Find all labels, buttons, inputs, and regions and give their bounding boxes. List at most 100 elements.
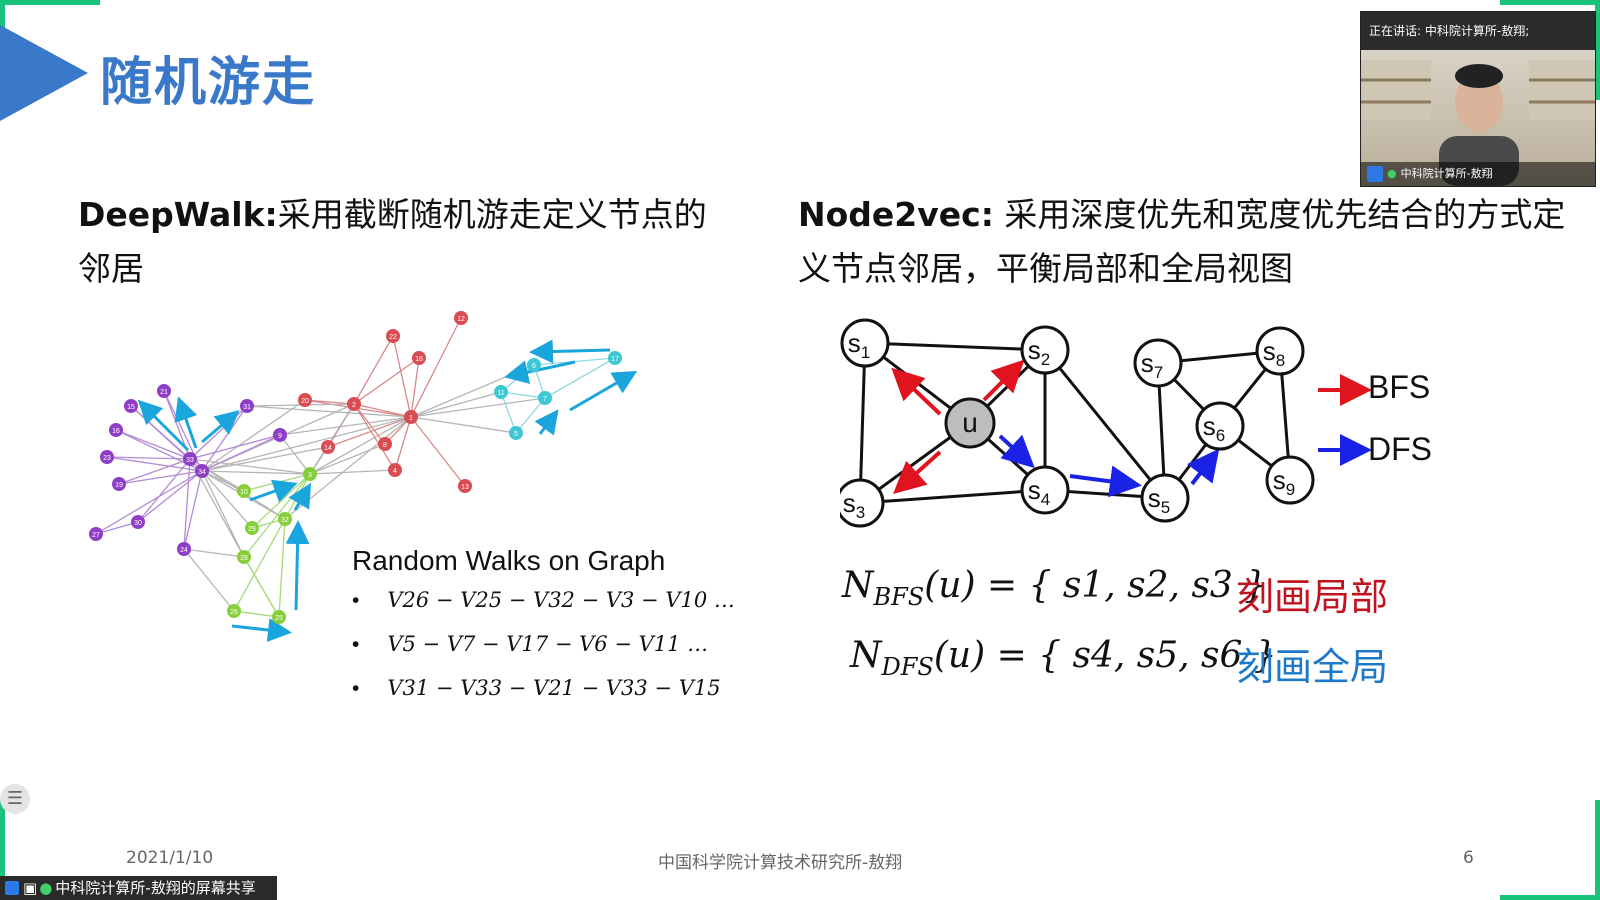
graph-node-label: 28 — [240, 555, 248, 562]
graph-edge — [189, 458, 311, 475]
graph-node: 11 — [494, 385, 508, 399]
graph-node: 30 — [131, 515, 145, 529]
graph-node: 22 — [386, 329, 400, 343]
graph-edge — [410, 416, 517, 434]
node2vec-node: s8 — [1255, 326, 1305, 376]
graph-node: 17 — [608, 351, 622, 365]
deepwalk-term: DeepWalk: — [78, 195, 278, 234]
walk-arrows — [137, 339, 638, 642]
formula-lhs: N — [842, 565, 874, 606]
node2vec-node: s1 — [840, 318, 890, 368]
user-icon — [1367, 166, 1383, 182]
graph-node: 29 — [245, 521, 259, 535]
graph-edge — [118, 470, 203, 485]
graph-node-label: 20 — [301, 398, 309, 405]
graph-edge — [115, 429, 191, 460]
graph-node: 9 — [273, 428, 287, 442]
node2vec-node: u — [944, 397, 996, 449]
graph-edge — [410, 397, 546, 418]
graph-node-label: 26 — [230, 609, 238, 616]
corner-accent-bottom-left-v — [0, 800, 5, 876]
graph-edge — [118, 458, 191, 485]
graph-edge — [410, 357, 420, 418]
node2vec-node: s6 — [1195, 401, 1245, 451]
legend-dfs: DFS — [1368, 431, 1432, 467]
graph-node: 33 — [183, 452, 197, 466]
graph-edge — [243, 473, 311, 558]
walk-text: V26 − V25 − V32 − V3 − V10 … — [387, 588, 735, 612]
formula-rest: (u) = { s1, s2, s3 } — [924, 565, 1268, 606]
title-triangle-icon — [0, 25, 88, 121]
node2vec-node: s5 — [1140, 473, 1190, 523]
graph-node-label: 23 — [103, 455, 111, 462]
bfs-dfs-arrows — [891, 359, 1220, 498]
list-menu-icon[interactable]: ☰ — [0, 784, 30, 814]
graph-node-label: 32 — [281, 517, 289, 524]
graph-edge — [353, 357, 420, 405]
user-icon — [5, 881, 19, 895]
graph-edge — [279, 434, 311, 475]
graph-node: 27 — [89, 527, 103, 541]
node2vec-node-label: u — [962, 407, 978, 438]
graph-edge — [304, 399, 355, 405]
graph-edge — [201, 470, 253, 529]
graph-edge — [189, 458, 245, 492]
graph-node: 7 — [538, 391, 552, 405]
corner-accent-bottom-right-v — [1595, 800, 1600, 900]
screen-share-icon: ▣ — [23, 879, 38, 897]
graph-node: 19 — [112, 477, 126, 491]
screen-share-bar[interactable]: ▣●中科院计算所-敖翔的屏幕共享 — [0, 876, 277, 900]
formula-lhs: N — [850, 635, 882, 676]
walk-arrow — [137, 399, 190, 452]
graph-edge — [201, 446, 329, 472]
formula-bfs: NBFS(u) = { s1, s2, s3 } — [842, 565, 1267, 611]
node2vec-text: 采用深度优先和宽度优先结合的方式定义节点邻居，平衡局部和全局视图 — [798, 195, 1566, 288]
random-walks-title: Random Walks on Graph — [352, 545, 666, 576]
node2vec-node: s2 — [1020, 325, 1070, 375]
graph-node-label: 18 — [415, 356, 423, 363]
graph-node: 1 — [404, 410, 418, 424]
slide-title: 随机游走 — [100, 53, 317, 113]
graph-edge — [309, 416, 412, 475]
microphone-icon[interactable]: ● — [39, 879, 53, 897]
graph-node: 2 — [347, 397, 361, 411]
graph-edge — [327, 416, 412, 448]
microphone-icon[interactable]: ● — [1387, 167, 1397, 180]
speaker-video-tile[interactable]: 正在讲话: 中科院计算所-敖翔; ●中科院计算所-敖翔 — [1360, 11, 1596, 187]
graph-node-label: 14 — [324, 445, 332, 452]
speaking-indicator: 正在讲话: 中科院计算所-敖翔; — [1361, 12, 1595, 50]
video-name: 中科院计算所-敖翔 — [1400, 167, 1493, 180]
graph-edge — [394, 416, 412, 471]
graph-node: 16 — [109, 423, 123, 437]
graph-node-label: 34 — [198, 469, 206, 476]
walk-arrow — [231, 618, 292, 642]
graph-edge — [353, 403, 396, 471]
graph-edge — [106, 456, 203, 472]
walk-arrow — [288, 482, 312, 511]
graph-edge — [392, 335, 412, 418]
graph-edge — [410, 391, 502, 418]
deepwalk-heading: DeepWalk:采用截断随机游走定义节点的邻居 — [78, 188, 738, 296]
graph-edge — [233, 518, 286, 612]
graph-node-label: 31 — [243, 404, 251, 411]
graph-node-label: 2 — [352, 402, 356, 409]
graph-node: 3 — [303, 467, 317, 481]
graph-node-label: 3 — [308, 472, 312, 479]
graph-node: 6 — [527, 358, 541, 372]
graph-node-label: 22 — [389, 334, 397, 341]
graph-edge — [544, 357, 616, 399]
graph-node: 23 — [100, 450, 114, 464]
speaker-avatar-icon — [1361, 60, 1595, 186]
graph-edge — [233, 610, 280, 618]
graph-edge — [201, 416, 412, 472]
formula-rest: (u) = { s4, s5, s6 } — [933, 635, 1277, 676]
graph-edge — [515, 397, 546, 434]
walk-arrow — [285, 520, 310, 611]
graph-node-label: 4 — [393, 468, 397, 475]
graph-node-label: 24 — [180, 547, 188, 554]
formula-dfs-desc: 刻画全局 — [1236, 645, 1389, 689]
graph-node: 32 — [278, 512, 292, 526]
graph-node-label: 6 — [532, 363, 536, 370]
